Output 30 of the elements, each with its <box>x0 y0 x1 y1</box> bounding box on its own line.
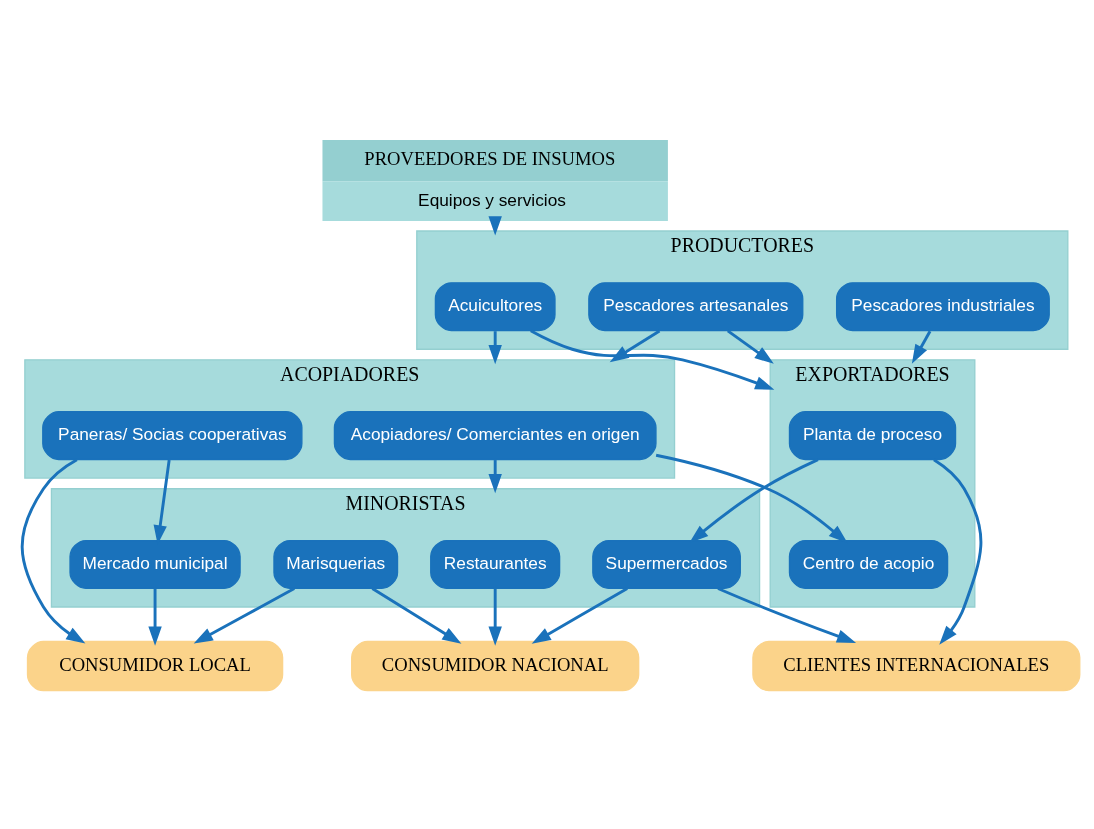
node-box: CONSUMIDOR NACIONAL <box>351 640 640 691</box>
node-box: Paneras/ Socias cooperativas <box>42 410 303 460</box>
node-box: Centro de acopio <box>788 539 949 589</box>
node-box: Supermercados <box>592 539 741 589</box>
arrow <box>655 453 848 543</box>
arrow <box>531 586 628 644</box>
node-box: CLIENTES INTERNACIONALES <box>752 640 1081 691</box>
node-box: Planta de proceso <box>788 410 957 460</box>
node-box: Mercado municipal <box>69 539 241 589</box>
arrow <box>148 588 162 646</box>
arrow <box>488 215 502 235</box>
arrow <box>726 329 774 364</box>
node-box: Acopiadores/ Comerciantes en origen <box>333 410 657 460</box>
arrow <box>717 586 857 643</box>
node-box: CONSUMIDOR LOCAL <box>26 640 284 691</box>
node-box: Pescadores artesanales <box>588 281 804 331</box>
arrow <box>689 457 819 543</box>
node-box: Restaurantes <box>430 539 561 589</box>
node-box: Pescadores industriales <box>835 281 1050 331</box>
arrow <box>20 457 86 644</box>
arrow <box>933 457 983 645</box>
node-box: Marisquerias <box>273 539 399 589</box>
arrow <box>488 459 502 493</box>
arrow <box>911 329 932 364</box>
arrow <box>371 586 462 644</box>
arrow <box>193 586 295 644</box>
arrow <box>530 329 775 390</box>
node-box: Acuicultores <box>434 281 556 331</box>
arrow <box>488 588 502 646</box>
arrow <box>488 330 502 364</box>
